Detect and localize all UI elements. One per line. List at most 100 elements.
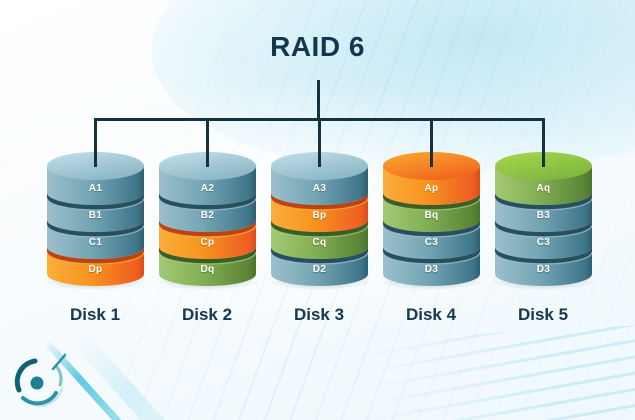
eye-swirl-logo — [14, 353, 67, 407]
segment-label: D3 — [424, 264, 438, 275]
logo-faint-arc — [33, 387, 63, 407]
disk-label: Disk 1 — [69, 305, 121, 324]
segment-highlight — [269, 224, 369, 238]
segment-label: Ap — [424, 183, 438, 194]
segment-highlight — [493, 251, 593, 265]
segment-block — [270, 198, 368, 232]
segment-label: D2 — [312, 264, 326, 275]
segment-highlight — [45, 197, 145, 211]
segment-separator — [46, 247, 144, 264]
segment-separator — [382, 193, 480, 210]
disk-label: Disk 2 — [181, 305, 233, 324]
segment-label: C1 — [88, 237, 102, 248]
segment-block — [494, 166, 592, 205]
segment-label: Dq — [200, 264, 214, 275]
segment-highlight — [157, 251, 257, 265]
segment-label: B2 — [200, 210, 214, 221]
segment-separator — [158, 247, 256, 264]
title-stem-line — [317, 80, 320, 121]
segment-label: Bp — [312, 210, 326, 221]
segment-label: B1 — [88, 210, 102, 221]
segment-label: Cq — [312, 237, 326, 248]
segment-highlight — [269, 197, 369, 211]
segment-block — [494, 198, 592, 232]
segment-label: B3 — [536, 210, 550, 221]
segment-block — [158, 225, 256, 259]
segment-label: C3 — [536, 237, 550, 248]
segment-label: A3 — [312, 183, 326, 194]
drop-line-disk-1 — [93, 118, 97, 167]
drop-line-disk-3 — [317, 118, 321, 167]
disk-label: Disk 3 — [293, 305, 345, 324]
bg-streaks-bottom-right — [352, 323, 635, 420]
segment-label: A2 — [200, 183, 214, 194]
segment-highlight — [381, 224, 481, 238]
segment-highlight — [493, 224, 593, 238]
diagram-title: RAID 6 — [270, 31, 365, 62]
segment-separator — [46, 220, 144, 237]
logo-pupil — [30, 376, 44, 390]
segment-block — [46, 252, 144, 286]
segment-highlight — [157, 224, 257, 238]
logo-tail — [51, 353, 67, 371]
disk-label: Disk 4 — [405, 305, 457, 324]
segment-block — [158, 198, 256, 232]
segment-block — [46, 198, 144, 232]
disk-label: Disk 5 — [517, 305, 569, 324]
segment-separator — [494, 193, 592, 210]
drop-line-disk-4 — [429, 118, 433, 167]
segment-block — [270, 225, 368, 259]
segment-highlight — [157, 197, 257, 211]
segment-block — [494, 225, 592, 259]
segment-block — [382, 252, 480, 286]
segment-block — [382, 166, 480, 205]
drop-line-disk-5 — [541, 118, 545, 167]
segment-highlight — [493, 197, 593, 211]
segment-separator — [494, 247, 592, 264]
segment-separator — [382, 247, 480, 264]
logo-bottom-arm — [21, 391, 58, 406]
segment-separator — [494, 220, 592, 237]
segment-separator — [158, 193, 256, 210]
segment-separator — [382, 220, 480, 237]
segment-label: A1 — [88, 183, 102, 194]
segment-label: Dp — [88, 264, 102, 275]
segment-separator — [270, 193, 368, 210]
segment-block — [382, 198, 480, 232]
segment-block — [494, 252, 592, 286]
segment-label: C3 — [424, 237, 438, 248]
segment-highlight — [269, 251, 369, 265]
segment-block — [270, 252, 368, 286]
segment-separator — [46, 193, 144, 210]
segment-separator — [270, 220, 368, 237]
segment-highlight — [381, 197, 481, 211]
segment-label: Aq — [536, 183, 550, 194]
logo-dark-arm — [14, 358, 38, 393]
segment-label: D3 — [536, 264, 550, 275]
segment-block — [382, 225, 480, 259]
segment-label: Bq — [424, 210, 438, 221]
segment-highlight — [45, 224, 145, 238]
segment-block — [158, 166, 256, 205]
segment-highlight — [381, 251, 481, 265]
segment-highlight — [45, 251, 145, 265]
segment-block — [158, 252, 256, 286]
segment-block — [46, 225, 144, 259]
logo-light-arm — [54, 364, 63, 387]
drop-line-disk-2 — [205, 118, 209, 167]
